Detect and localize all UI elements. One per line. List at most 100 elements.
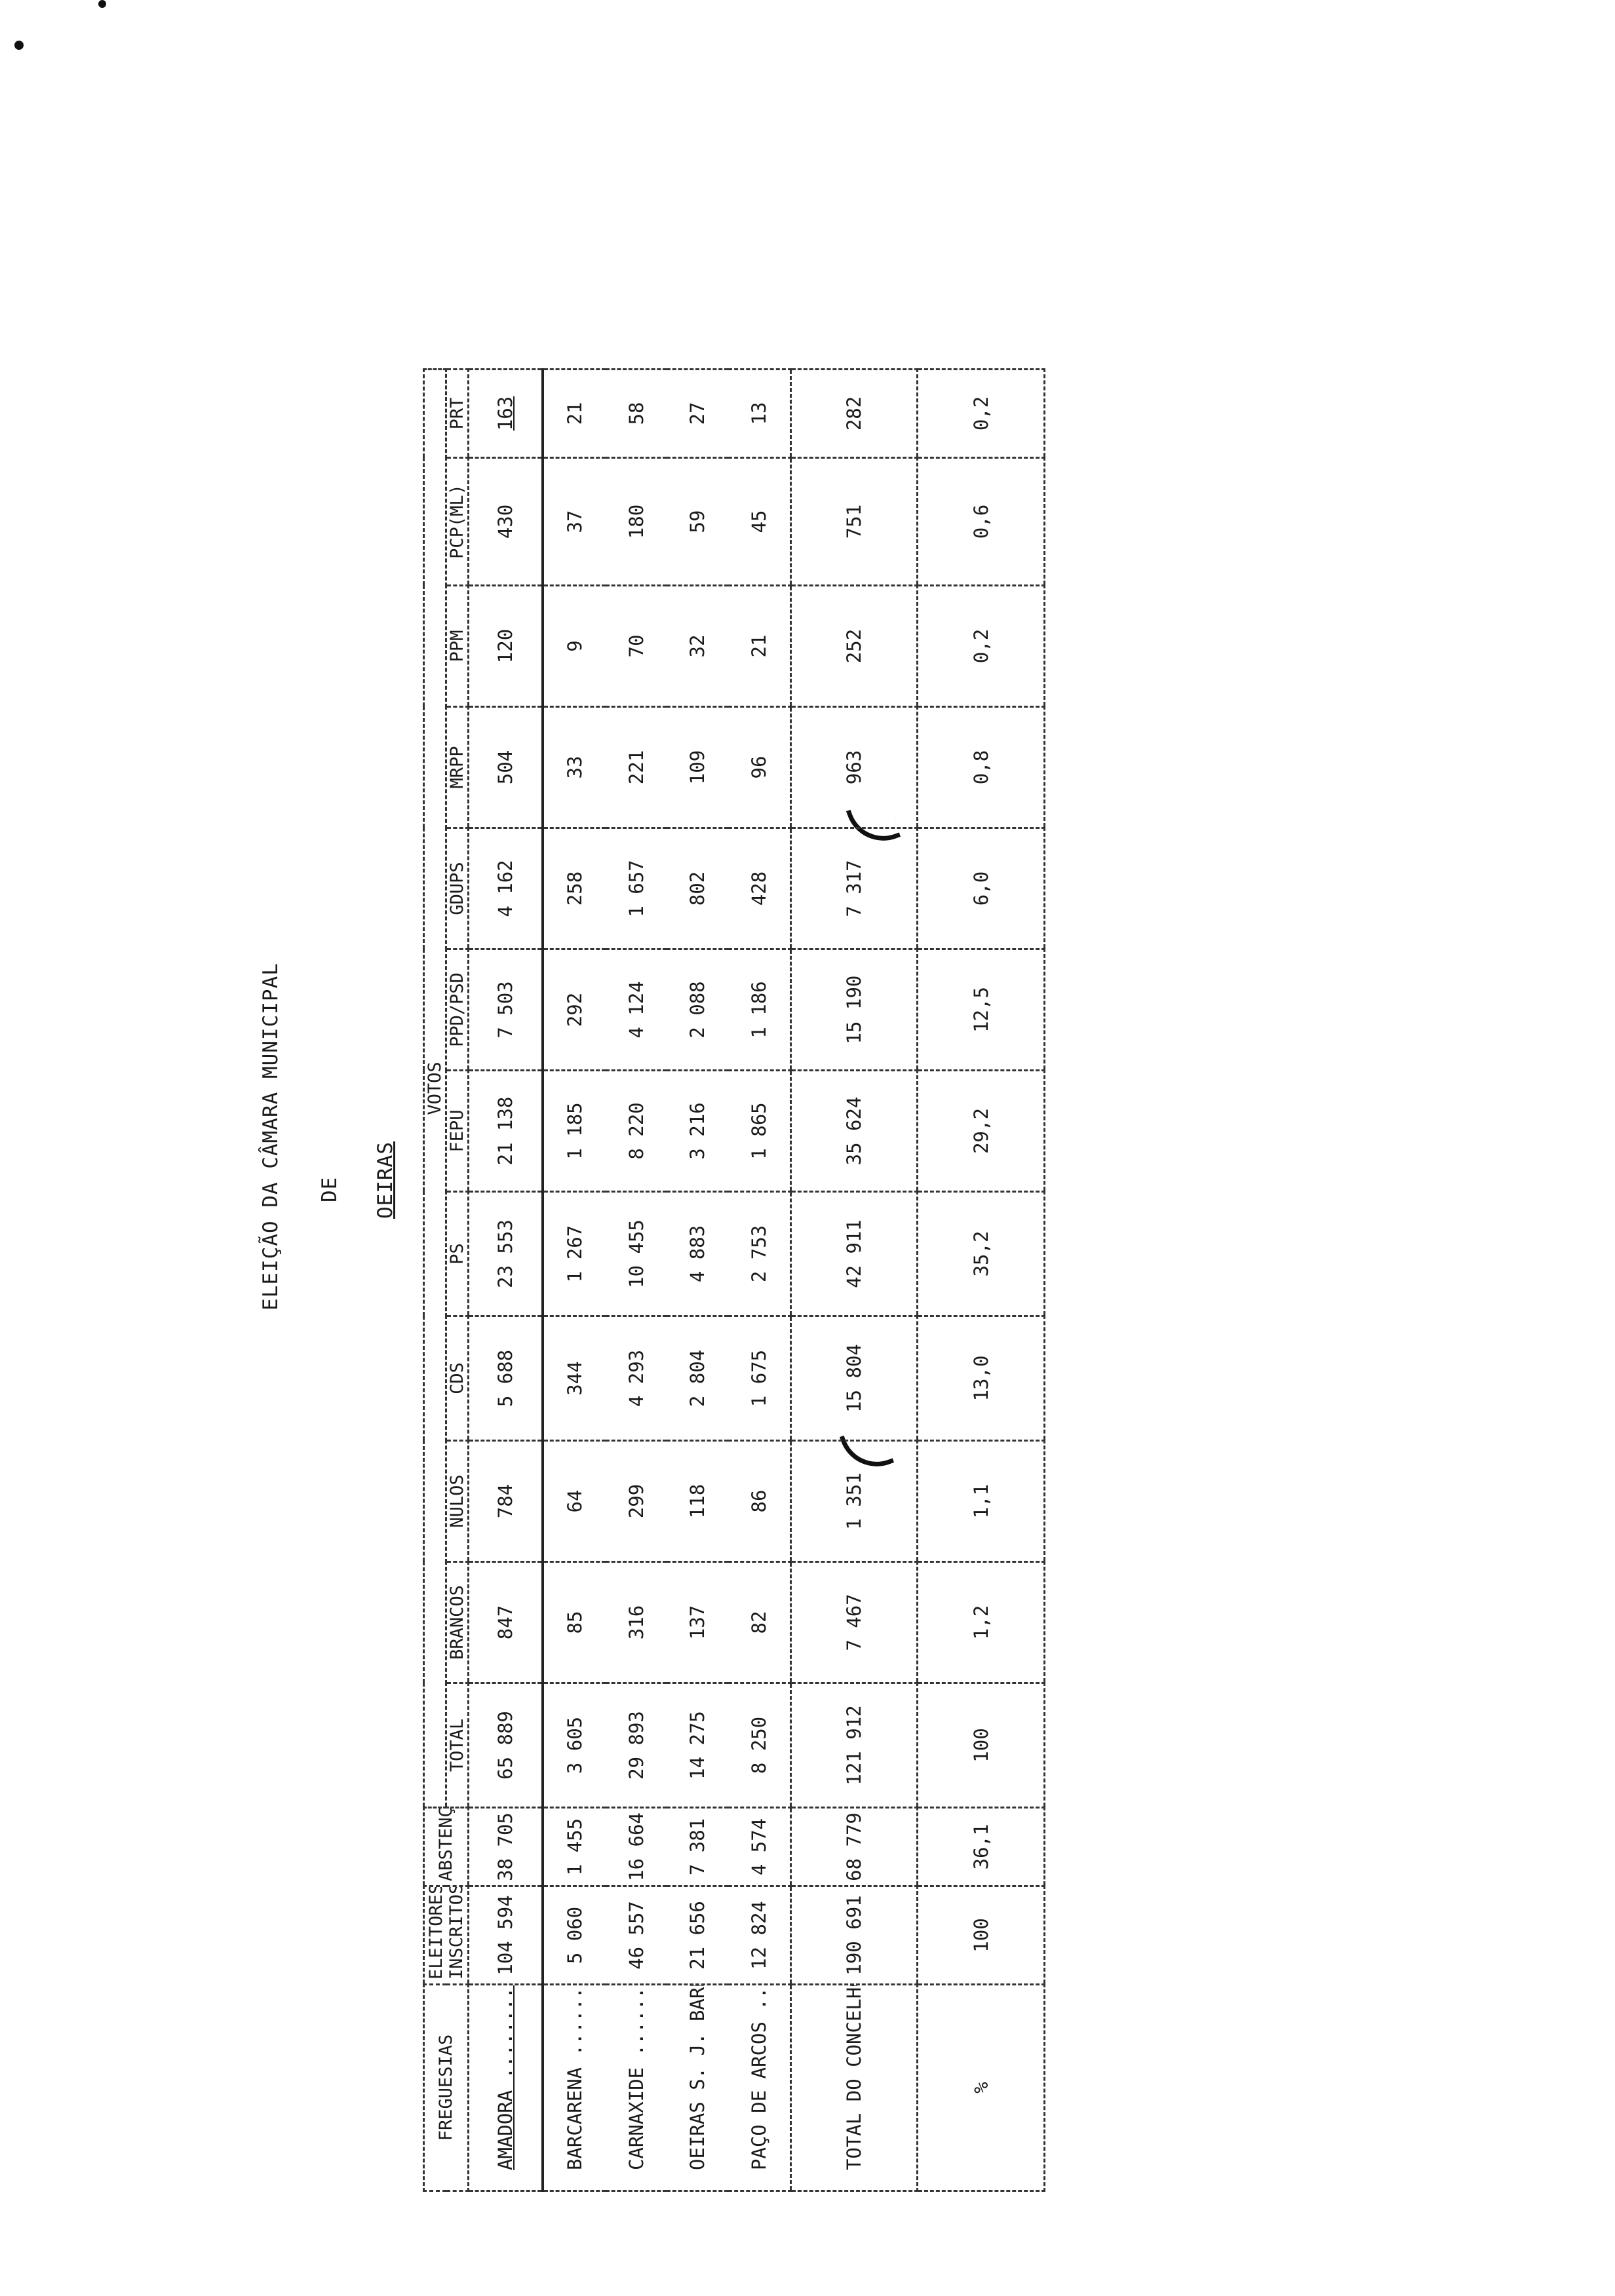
- cell-votes: 1 267: [542, 1191, 606, 1316]
- cell-votes: 7 503: [468, 949, 543, 1071]
- cell-votes: 428: [728, 828, 791, 949]
- cell-votes: 163: [468, 369, 543, 458]
- cell-total: 14 275: [667, 1683, 728, 1808]
- cell-total: 100: [917, 1683, 1045, 1808]
- percent-label: %: [917, 1984, 1045, 2191]
- cell-nulos: 1 351: [790, 1440, 918, 1562]
- header-eleitores-inscritos: ELEITORES INSCRITOS: [423, 1886, 469, 1985]
- cell-votes: 5 688: [468, 1316, 543, 1441]
- document-title: ELEIÇÃO DA CÂMARA MUNICIPAL: [259, 963, 282, 1311]
- cell-brancos: 1,2: [917, 1561, 1045, 1683]
- cell-votes: 252: [790, 585, 918, 707]
- freguesia-name: OEIRAS S. J. BARRA .....: [667, 1984, 728, 2191]
- cell-votes: 120: [468, 585, 543, 707]
- cell-votes: 1 186: [728, 949, 791, 1071]
- cell-votes: 430: [468, 457, 543, 586]
- cell-votes: 963: [790, 706, 918, 828]
- header-brancos: BRANCOS: [446, 1561, 469, 1683]
- cell-votes: 6,0: [917, 828, 1045, 949]
- table-row-percent: % 100 36,1 100 1,2 1,1 13,0 35,2 29,2 12…: [917, 369, 1045, 2191]
- cell-votes: 2 753: [728, 1191, 791, 1316]
- header-party: PS: [446, 1191, 469, 1316]
- cell-abstencoes: 16 664: [605, 1807, 667, 1886]
- header-party: PPD/PSD: [446, 949, 469, 1071]
- cell-votes: 0,6: [917, 457, 1045, 586]
- cell-votes: 23 553: [468, 1191, 543, 1316]
- cell-eleitores: 12 824: [728, 1886, 791, 1985]
- header-party: FEPU: [446, 1070, 469, 1192]
- cell-votes: 0,2: [917, 585, 1045, 707]
- cell-nulos: 784: [468, 1440, 543, 1562]
- election-results-table-wrapper: FREGUESIAS ELEITORES INSCRITOS ABSTENÇÕE…: [423, 369, 1045, 2192]
- cell-votes: 2 088: [667, 949, 728, 1071]
- cell-votes: 344: [542, 1316, 606, 1441]
- cell-votes: 3 216: [667, 1070, 728, 1192]
- cell-votes: 10 455: [605, 1191, 667, 1316]
- cell-votes: 35 624: [790, 1070, 918, 1192]
- cell-votes: 1 185: [542, 1070, 606, 1192]
- cell-eleitores: 5 060: [542, 1886, 606, 1985]
- cell-votes: 1 675: [728, 1316, 791, 1441]
- cell-brancos: 82: [728, 1561, 791, 1683]
- cell-votes: 21: [542, 369, 606, 458]
- table-row: AMADORA .................. 104 594 38 70…: [468, 369, 543, 2191]
- header-party: PRT: [446, 369, 469, 458]
- cell-votes: 32: [667, 585, 728, 707]
- cell-brancos: 85: [542, 1561, 606, 1683]
- cell-brancos: 137: [667, 1561, 728, 1683]
- cell-abstencoes: 38 705: [468, 1807, 543, 1886]
- header-votos: VOTOS: [423, 369, 446, 1808]
- header-party: CDS: [446, 1316, 469, 1441]
- cell-votes: 42 911: [790, 1191, 918, 1316]
- cell-votes: 4 883: [667, 1191, 728, 1316]
- freguesia-name: CARNAXIDE .................: [605, 1984, 667, 2191]
- cell-eleitores: 104 594: [468, 1886, 543, 1985]
- cell-votes: 15 804: [790, 1316, 918, 1441]
- freguesia-name: BARCARENA .................: [542, 1984, 606, 2191]
- cell-votes: 292: [542, 949, 606, 1071]
- cell-eleitores: 46 557: [605, 1886, 667, 1985]
- cell-votes: 9: [542, 585, 606, 707]
- cell-votes: 802: [667, 828, 728, 949]
- cell-votes: 258: [542, 828, 606, 949]
- header-nulos: NULOS: [446, 1440, 469, 1562]
- cell-eleitores: 21 656: [667, 1886, 728, 1985]
- cell-votes: 751: [790, 457, 918, 586]
- total-label: TOTAL DO CONCELHO ......: [790, 1984, 918, 2191]
- cell-votes: 4 162: [468, 828, 543, 949]
- cell-votes: 13: [728, 369, 791, 458]
- document-title-connector: DE: [318, 1176, 341, 1202]
- cell-votes: 70: [605, 585, 667, 707]
- cell-abstencoes: 68 779: [790, 1807, 918, 1886]
- cell-votes: 12,5: [917, 949, 1045, 1071]
- header-party: MRPP: [446, 706, 469, 828]
- header-party: PPM: [446, 585, 469, 707]
- cell-votes: 0,2: [917, 369, 1045, 458]
- cell-votes: 96: [728, 706, 791, 828]
- cell-eleitores: 100: [917, 1886, 1045, 1985]
- cell-total: 29 893: [605, 1683, 667, 1808]
- cell-votes: 7 317: [790, 828, 918, 949]
- cell-votes: 8 220: [605, 1070, 667, 1192]
- cell-eleitores: 190 691: [790, 1886, 918, 1985]
- header-freguesias: FREGUESIAS: [423, 1984, 469, 2191]
- cell-votes: 221: [605, 706, 667, 828]
- cell-nulos: 86: [728, 1440, 791, 1562]
- cell-brancos: 316: [605, 1561, 667, 1683]
- cell-abstencoes: 7 381: [667, 1807, 728, 1886]
- header-abstencoes: ABSTENÇÕES: [423, 1807, 469, 1886]
- cell-nulos: 118: [667, 1440, 728, 1562]
- cell-votes: 4 124: [605, 949, 667, 1071]
- cell-total: 3 605: [542, 1683, 606, 1808]
- cell-abstencoes: 36,1: [917, 1807, 1045, 1886]
- cell-votes: 180: [605, 457, 667, 586]
- table-row-total: TOTAL DO CONCELHO ...... 190 691 68 779 …: [790, 369, 918, 2191]
- cell-total: 121 912: [790, 1683, 918, 1808]
- header-party: PCP(ML): [446, 457, 469, 586]
- freguesia-name: AMADORA ..................: [468, 1984, 543, 2191]
- cell-total: 65 889: [468, 1683, 543, 1808]
- freguesia-name: PAÇO DE ARCOS ............: [728, 1984, 791, 2191]
- cell-votes: 1 865: [728, 1070, 791, 1192]
- table-row: CARNAXIDE ................. 46 557 16 66…: [605, 369, 667, 2191]
- cell-votes: 58: [605, 369, 667, 458]
